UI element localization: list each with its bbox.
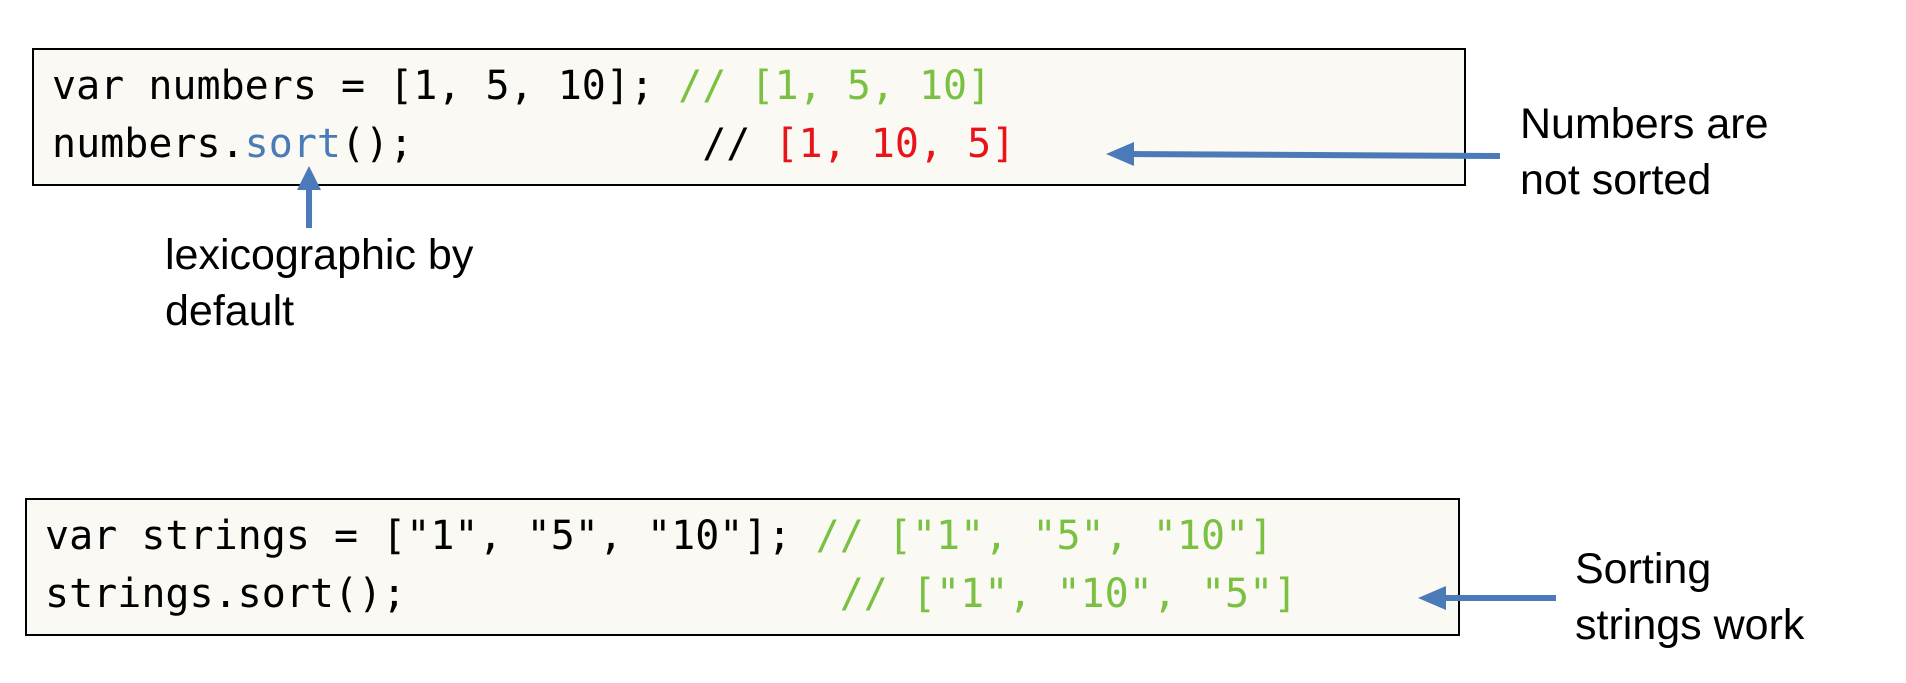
numbers-sort-wrong-result: [1, 10, 5] [774, 121, 1016, 167]
numbers-sort-prefix: numbers. [52, 121, 245, 167]
strings-work-annotation: Sorting strings work [1575, 545, 1805, 649]
numbers-code-block: var numbers = [1, 5, 10]; // [1, 5, 10] … [32, 48, 1466, 186]
strings-code-block: var strings = ["1", "5", "10"]; // ["1",… [25, 498, 1460, 636]
strings-code-line-1: var strings = ["1", "5", "10"]; // ["1",… [45, 512, 1273, 560]
numbers-sort-suffix: (); [340, 121, 703, 167]
strings-declaration: var strings = ["1", "5", "10"]; [45, 513, 816, 559]
lexicographic-annotation: lexicographic by default [165, 231, 474, 335]
strings-code-line-2: strings.sort(); // ["1", "10", "5"] [45, 570, 1297, 618]
numbers-code-line-2: numbers.sort(); // [1, 10, 5] [52, 120, 1015, 168]
numbers-code-line-1: var numbers = [1, 5, 10]; // [1, 5, 10] [52, 62, 991, 110]
numbers-declaration: var numbers = [1, 5, 10]; [52, 63, 679, 109]
sort-method-highlight: sort [244, 121, 341, 167]
numbers-not-sorted-annotation: Numbers are not sorted [1520, 100, 1769, 204]
numbers-sort-comment-slashes: // [702, 121, 775, 167]
strings-declaration-comment: // ["1", "5", "10"] [815, 513, 1274, 559]
strings-sort-result-comment: // ["1", "10", "5"] [839, 571, 1298, 617]
numbers-declaration-comment: // [1, 5, 10] [678, 63, 992, 109]
strings-sort-call: strings.sort(); [45, 571, 840, 617]
